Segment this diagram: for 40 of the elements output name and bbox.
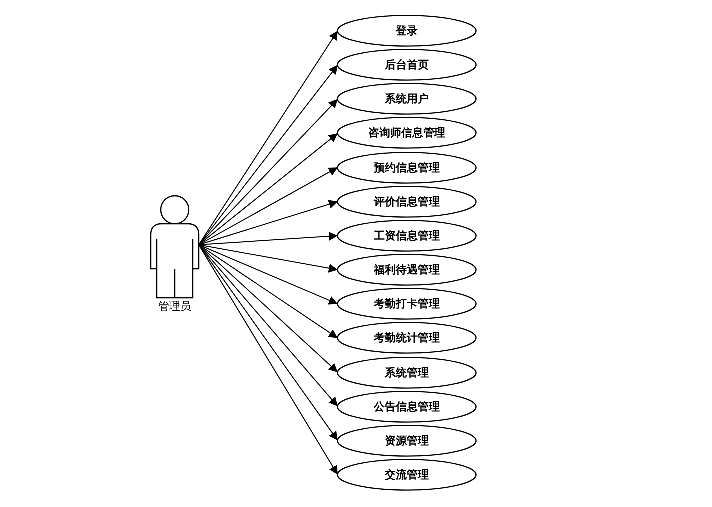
use-case-label: 咨询师信息管理 [368, 126, 446, 141]
use-case-label: 系统用户 [384, 92, 430, 107]
arrow [198, 132, 338, 246]
arrow [198, 30, 338, 246]
arrow [198, 200, 338, 246]
use-case-label: 系统管理 [384, 365, 430, 380]
use-case-label: 工资信息管理 [373, 228, 441, 244]
use-case-label: 考勤统计管理 [373, 330, 441, 346]
use-case-ellipse [337, 83, 477, 116]
use-case-ellipse [337, 288, 477, 320]
actor-name: 管理员 [158, 299, 192, 314]
use-case-ellipse [337, 15, 477, 47]
arrow [198, 98, 338, 246]
use-case-ellipse [337, 390, 477, 423]
use-case-ellipse [337, 186, 477, 218]
use-case-label: 预约信息管理 [372, 160, 441, 176]
use-case-label: 评价信息管理 [372, 194, 441, 210]
use-case-label: 福利待遇管理 [372, 262, 441, 278]
use-case-ellipse [337, 356, 477, 388]
arrow [198, 244, 338, 273]
arrow [198, 64, 338, 246]
use-case-ellipse [337, 322, 477, 354]
use-case-ellipse [337, 117, 477, 150]
arrow [198, 167, 338, 246]
use-case-ellipse [337, 220, 477, 252]
use-case-label: 后台首页 [384, 58, 430, 73]
use-case-ellipse [337, 254, 477, 286]
arrow [198, 244, 338, 373]
use-case-label: 资源管理 [384, 433, 430, 448]
use-case-label: 交流管理 [384, 467, 430, 482]
arrow [198, 232, 338, 246]
use-case-ellipse [337, 458, 477, 491]
arrow [198, 244, 338, 339]
use-case-ellipse [337, 424, 477, 457]
use-case-label: 登录 [394, 24, 419, 38]
arrow [198, 244, 338, 305]
use-case-ellipse [337, 152, 477, 184]
use-case-label: 考勤打卡管理 [373, 296, 441, 312]
use-case-ellipse [337, 49, 477, 82]
use-case-label: 公告信息管理 [372, 399, 441, 414]
